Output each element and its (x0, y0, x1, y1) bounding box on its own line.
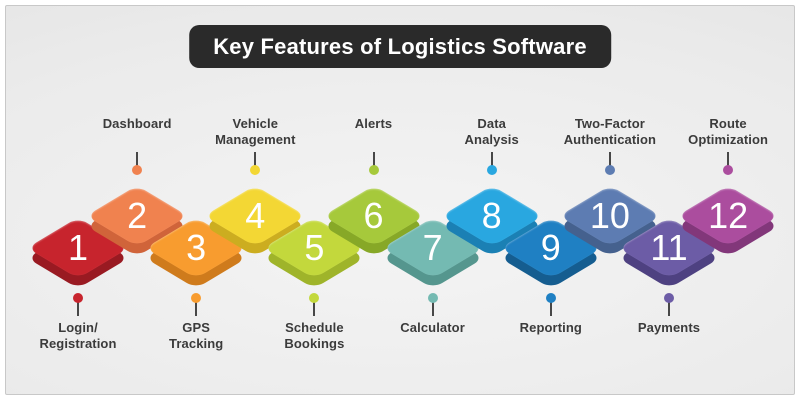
connector-dot (545, 293, 556, 303)
connector-dot (427, 293, 438, 303)
feature-label-line: Vehicle (232, 116, 279, 131)
feature-label-line: Management (215, 132, 296, 147)
feature-label-line: Alerts (354, 116, 393, 131)
feature-label-line: Registration (39, 336, 117, 351)
connector-dot (368, 165, 379, 175)
connector-line (490, 152, 493, 166)
connector-line (77, 302, 79, 316)
feature-label-line: Tracking (169, 336, 224, 351)
connector-line (431, 302, 434, 316)
feature-number: 7 (422, 227, 443, 268)
connector-line (372, 152, 375, 166)
feature-number: 5 (304, 227, 325, 268)
feature-label-line: Route (709, 116, 747, 131)
connector-dot (604, 165, 615, 175)
connector-dot (191, 293, 202, 303)
connector-dot (723, 165, 734, 175)
connector-dot (132, 165, 143, 175)
connector-line (608, 152, 611, 166)
connector-line (549, 302, 552, 316)
feature-label-line: Optimization (688, 132, 769, 147)
feature-number: 4 (245, 195, 266, 236)
feature-number: 6 (363, 195, 384, 236)
title-banner: Key Features of Logistics Software (189, 25, 611, 68)
connector-line (254, 152, 257, 166)
page-title: Key Features of Logistics Software (213, 34, 587, 59)
feature-label: Reporting (476, 320, 626, 336)
feature-label-line: Data (477, 116, 506, 131)
feature-label-line: Reporting (519, 320, 582, 335)
connector-line (195, 302, 198, 316)
feature-number: 10 (589, 195, 630, 236)
connector-dot (73, 293, 83, 303)
feature-label: Login/Registration (3, 320, 153, 352)
connector-line (668, 302, 670, 316)
feature-label: Alerts (299, 116, 449, 132)
connector-line (136, 152, 139, 166)
feature-label-line: Login/ (58, 320, 98, 335)
feature-number: 12 (708, 195, 749, 236)
feature-number: 8 (481, 195, 502, 236)
feature-label-line: Payments (637, 320, 701, 335)
connector-dot (664, 293, 674, 303)
feature-number: 2 (127, 195, 148, 236)
feature-label: Dashboard (62, 116, 212, 132)
feature-label-line: Dashboard (102, 116, 172, 131)
feature-label-line: Authentication (563, 132, 657, 147)
connector-dot (486, 165, 497, 175)
connector-line (727, 152, 730, 166)
feature-label: Calculator (358, 320, 508, 336)
feature-number: 1 (67, 227, 89, 268)
feature-label-line: Analysis (464, 132, 519, 147)
feature-label: Payments (594, 320, 744, 336)
feature-label-line: GPS (182, 320, 211, 335)
feature-label-line: Bookings (284, 336, 345, 351)
feature-label-line: Schedule (285, 320, 344, 335)
connector-dot (250, 165, 261, 175)
connector-line (313, 302, 316, 316)
feature-label-line: Two-Factor (574, 116, 645, 131)
feature-number: 9 (540, 227, 561, 268)
feature-number: 11 (650, 227, 688, 268)
feature-label-line: Calculator (400, 320, 465, 335)
connector-dot (309, 293, 320, 303)
feature-number: 3 (186, 227, 207, 268)
